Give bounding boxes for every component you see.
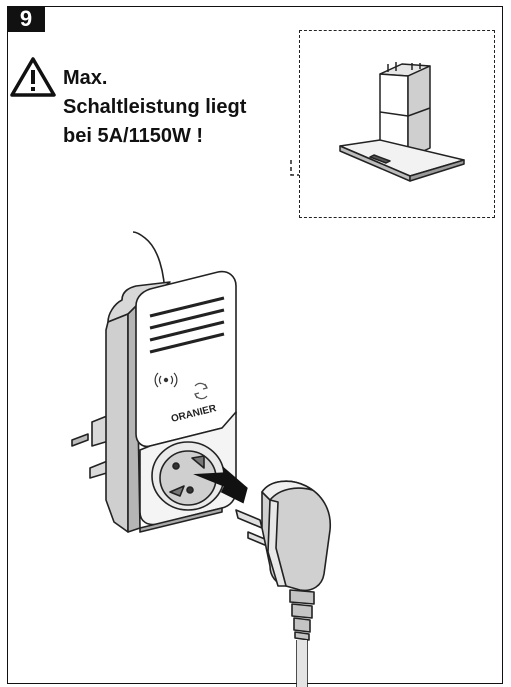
schuko-plug-icon <box>235 480 331 687</box>
range-hood-inset <box>299 30 495 218</box>
warning-triangle-icon <box>10 57 56 97</box>
warning-message: Max. Schaltleistung liegt bei 5A/1150W ! <box>63 64 246 151</box>
range-hood-icon <box>339 62 465 182</box>
antenna-wire <box>132 231 166 301</box>
warning-line-2: Schaltleistung liegt <box>63 96 247 118</box>
step-number: 9 <box>19 6 33 31</box>
insert-arrow-icon <box>193 466 248 504</box>
wireless-signal-icon <box>154 372 178 388</box>
instruction-frame <box>7 6 503 684</box>
warning-line-3: bei 5A/1150W ! <box>63 125 204 147</box>
sync-icon <box>194 382 208 400</box>
step-number-badge: 9 <box>7 6 45 32</box>
smart-plug-device <box>71 270 237 533</box>
warning-line-1: Max. <box>63 67 108 89</box>
